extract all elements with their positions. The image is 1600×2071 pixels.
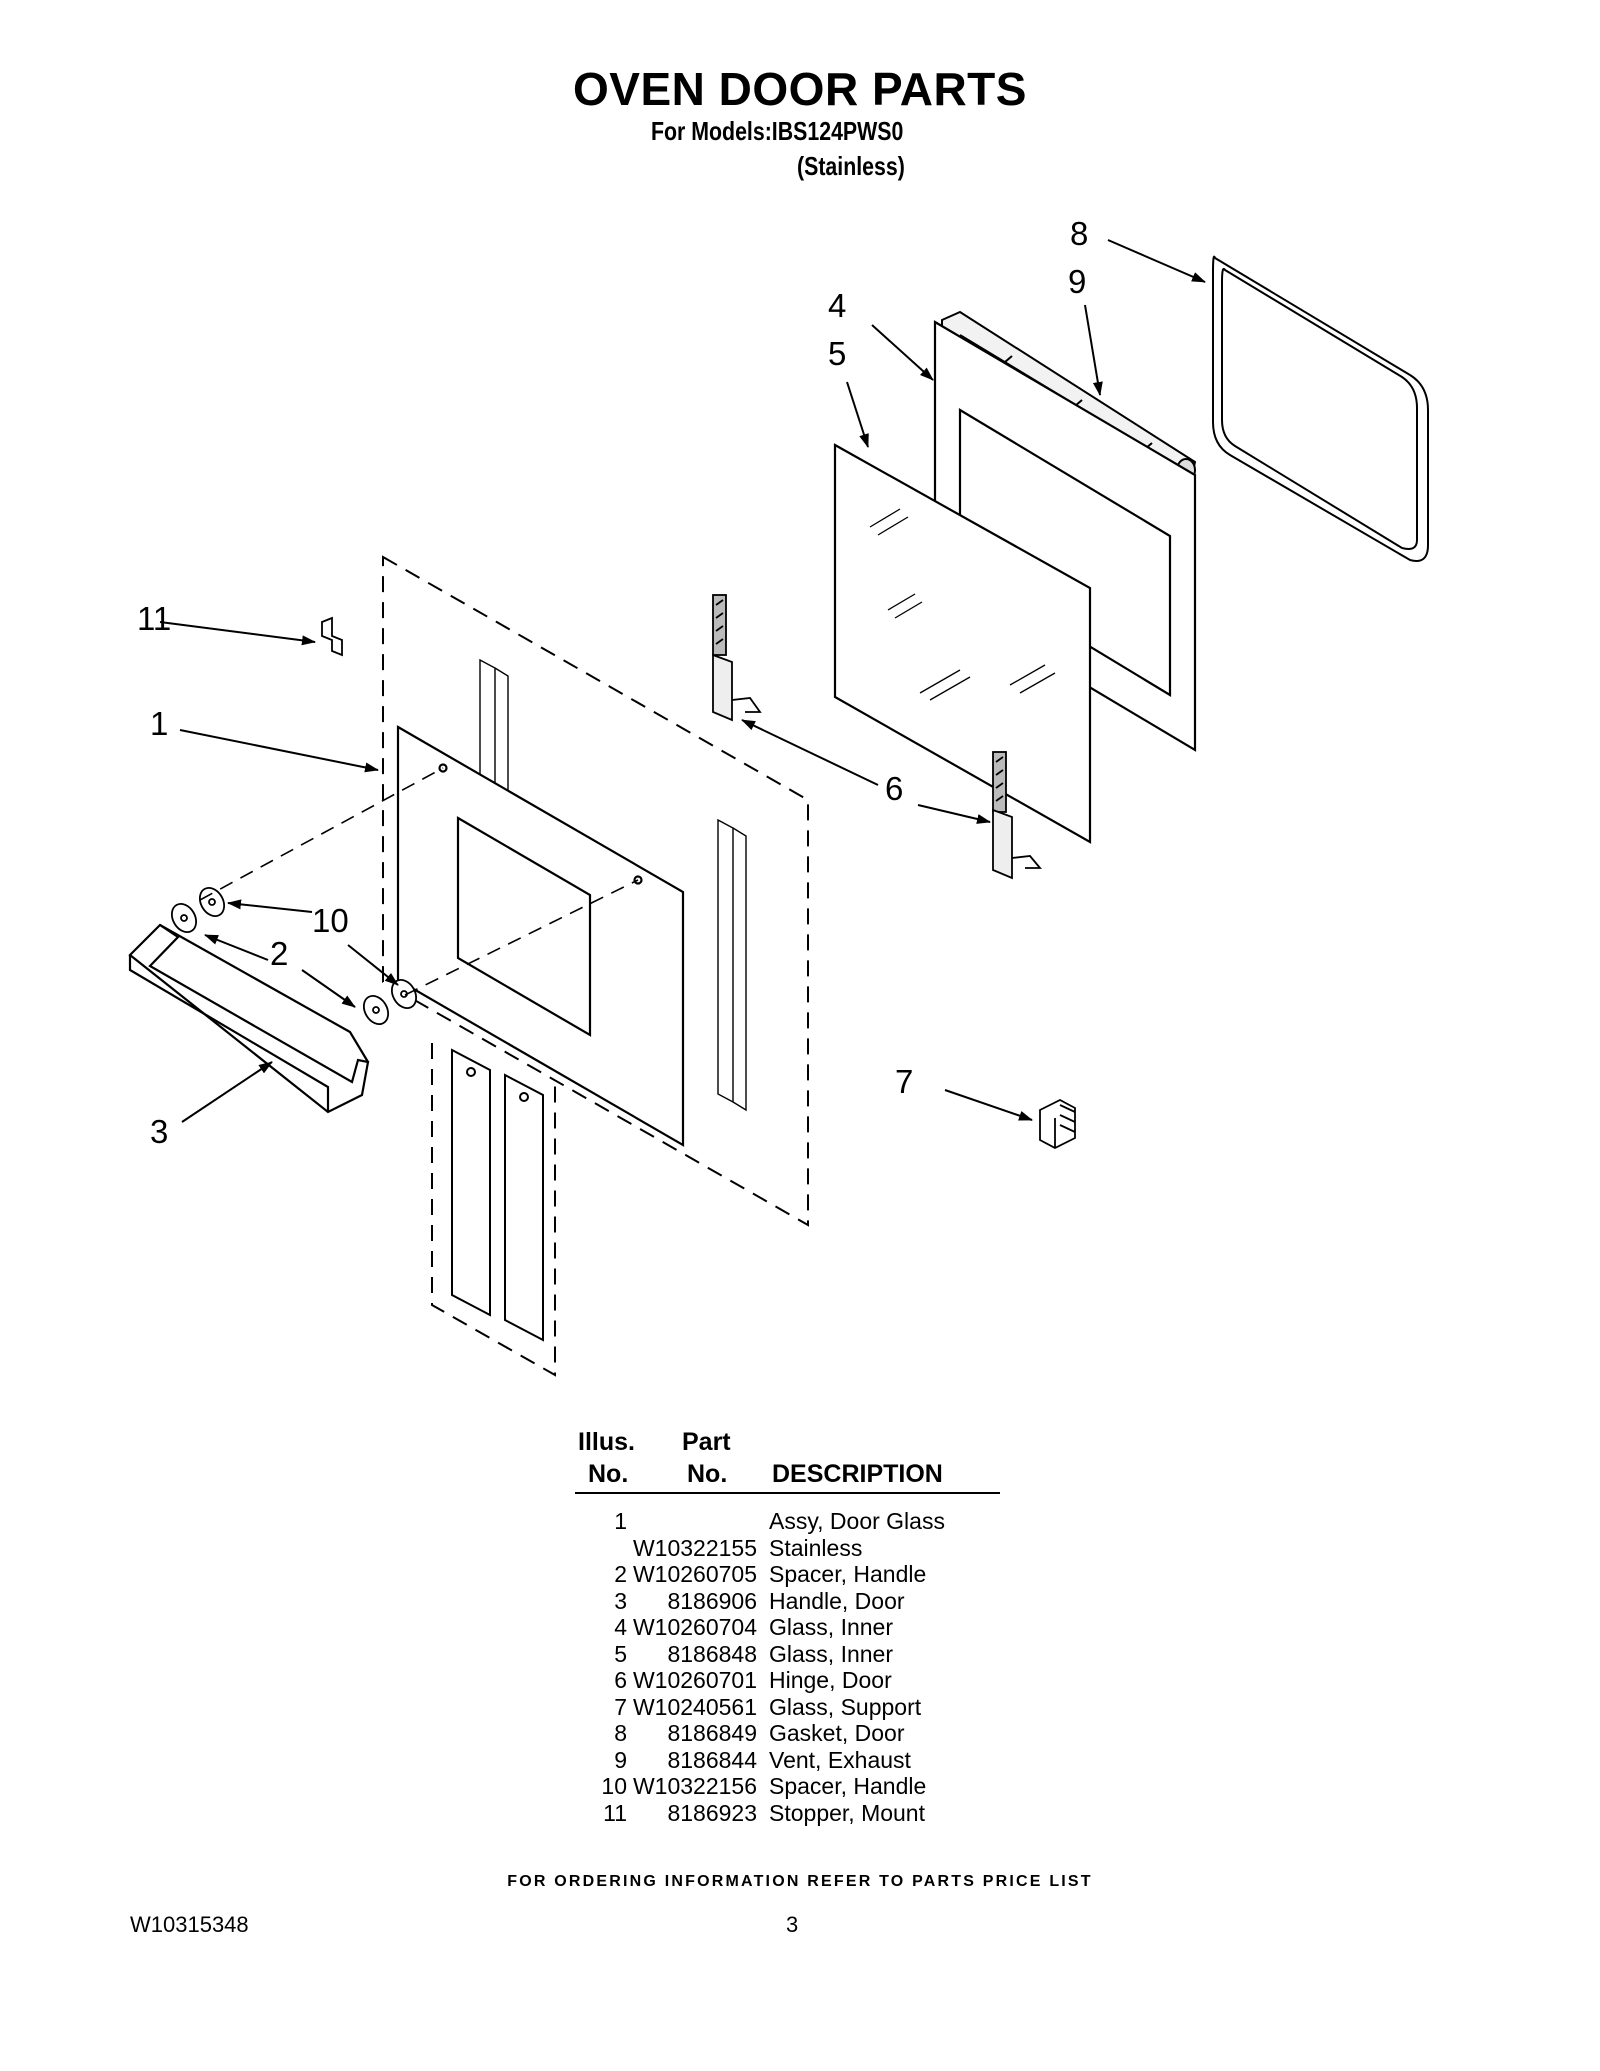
illus-no: 11 bbox=[603, 1799, 627, 1826]
illus-no bbox=[575, 1535, 627, 1562]
callout-10: 10 bbox=[312, 902, 349, 939]
handle-spacers bbox=[170, 886, 418, 1026]
callout-8: 8 bbox=[1070, 215, 1088, 252]
ordering-note: FOR ORDERING INFORMATION REFER TO PARTS … bbox=[507, 1873, 1093, 1890]
illus-no: 5 bbox=[614, 1640, 627, 1667]
door-gasket bbox=[1212, 255, 1429, 562]
callout-2: 2 bbox=[270, 935, 288, 972]
callout-9: 9 bbox=[1068, 263, 1086, 300]
part-description: Glass, Inner bbox=[769, 1614, 893, 1640]
callout-3: 3 bbox=[150, 1113, 168, 1150]
support-glass-strips bbox=[451, 1048, 544, 1342]
header-part-bottom: No. bbox=[687, 1460, 728, 1488]
callout-11: 11 bbox=[137, 600, 171, 637]
table-row: 1 Assy, Door Glass bbox=[575, 1508, 945, 1535]
illus-no: 8 bbox=[614, 1720, 627, 1746]
door-handle bbox=[128, 923, 370, 1114]
table-row: 9 8186844 Vent, Exhaust bbox=[575, 1747, 945, 1774]
part-description: Stainless bbox=[769, 1534, 863, 1561]
illus-no: 2 bbox=[614, 1561, 627, 1587]
part-no: 8186923 bbox=[667, 1799, 757, 1826]
part-no: W10260701 bbox=[632, 1667, 757, 1693]
part-no: W10260705 bbox=[632, 1561, 757, 1587]
part-description: Spacer, Handle bbox=[769, 1561, 927, 1587]
part-no: W10322156 bbox=[632, 1773, 757, 1799]
door-hinge-lower bbox=[992, 751, 1042, 880]
callout-1: 1 bbox=[150, 705, 168, 742]
callout-5: 5 bbox=[828, 335, 846, 372]
part-description: Handle, Door bbox=[769, 1587, 905, 1614]
illus-no: 3 bbox=[614, 1587, 627, 1614]
outer-door-glass bbox=[396, 725, 685, 1147]
part-no: W10322155 bbox=[632, 1534, 757, 1561]
part-no: 8186849 bbox=[667, 1720, 757, 1746]
models-line: For Models:IBS124PWS0 bbox=[651, 116, 904, 146]
part-no: W10260704 bbox=[632, 1614, 757, 1640]
part-description: Glass, Support bbox=[769, 1693, 922, 1720]
inner-glass-pane bbox=[833, 443, 1092, 844]
callout-4: 4 bbox=[828, 287, 846, 324]
part-no: 8186906 bbox=[667, 1587, 757, 1614]
door-hinge-upper bbox=[712, 594, 762, 722]
illus-no: 10 bbox=[601, 1773, 627, 1799]
illus-no: 7 bbox=[614, 1693, 627, 1720]
table-row: 3 8186906 Handle, Door bbox=[575, 1588, 945, 1615]
part-description: Stopper, Mount bbox=[769, 1799, 925, 1826]
header-illus-bottom: No. bbox=[588, 1460, 629, 1488]
header-illus-top: Illus. bbox=[578, 1428, 635, 1456]
door-glass-assembly-outline bbox=[382, 555, 809, 1377]
table-row: W10322155 Stainless bbox=[575, 1535, 945, 1562]
page-title: OVEN DOOR PARTS bbox=[573, 63, 1027, 115]
illus-no: 6 bbox=[614, 1667, 627, 1693]
header-description: DESCRIPTION bbox=[772, 1460, 943, 1488]
header-part-top: Part bbox=[682, 1428, 731, 1456]
finish-line: (Stainless) bbox=[797, 151, 905, 181]
part-description: Assy, Door Glass bbox=[769, 1508, 945, 1534]
illus-no: 1 bbox=[614, 1508, 627, 1534]
callout-6: 6 bbox=[885, 770, 903, 807]
page-number: 3 bbox=[786, 1912, 799, 1937]
callout-7: 7 bbox=[895, 1063, 913, 1100]
part-description: Gasket, Door bbox=[769, 1720, 905, 1746]
part-description: Hinge, Door bbox=[769, 1667, 892, 1693]
table-row: 5 8186848 Glass, Inner bbox=[575, 1641, 945, 1668]
part-description: Spacer, Handle bbox=[769, 1773, 927, 1799]
glass-support bbox=[1039, 1098, 1076, 1150]
alignment-lines bbox=[199, 767, 639, 996]
part-description: Vent, Exhaust bbox=[769, 1746, 911, 1773]
table-row: 8 8186849 Gasket, Door bbox=[575, 1720, 945, 1747]
part-description: Glass, Inner bbox=[769, 1640, 893, 1667]
illus-no: 4 bbox=[614, 1614, 627, 1640]
document-number: W10315348 bbox=[130, 1912, 249, 1937]
part-no: 8186844 bbox=[667, 1746, 757, 1773]
part-no: 8186848 bbox=[667, 1640, 757, 1667]
illus-no: 9 bbox=[614, 1746, 627, 1773]
table-row: 11 8186923 Stopper, Mount bbox=[575, 1800, 945, 1827]
header-rule bbox=[575, 1492, 1000, 1494]
part-no: W10240561 bbox=[632, 1693, 757, 1720]
stopper-mount bbox=[321, 616, 343, 657]
exploded-parts-diagram: 8 9 4 5 11 1 6 10 2 7 3 bbox=[128, 215, 1429, 1377]
part-no bbox=[627, 1508, 769, 1535]
leader-arrows bbox=[159, 239, 1206, 1123]
